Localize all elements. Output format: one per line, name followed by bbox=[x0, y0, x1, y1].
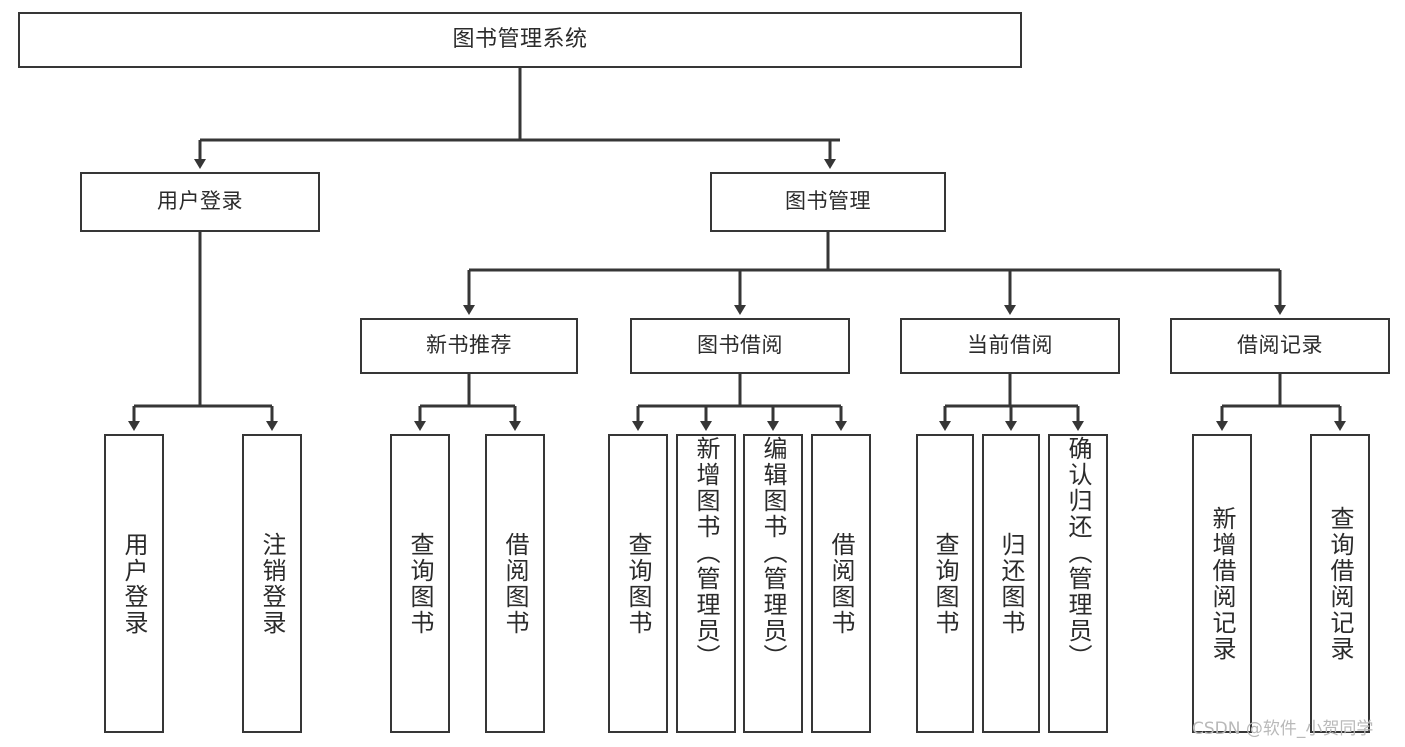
node-root-system[interactable]: 图书管理系统 bbox=[18, 12, 1022, 68]
node-leaf-add-record[interactable]: 新增借阅记录 bbox=[1192, 434, 1252, 733]
node-leaf-user-login[interactable]: 用户登录 bbox=[104, 434, 164, 733]
node-label: 确认归还（管理员） bbox=[1064, 436, 1092, 670]
node-leaf-query-record[interactable]: 查询借阅记录 bbox=[1310, 434, 1370, 733]
node-leaf-borrow-book-1[interactable]: 借阅图书 bbox=[485, 434, 545, 733]
node-leaf-edit-book[interactable]: 编辑图书（管理员） bbox=[743, 434, 803, 733]
node-label: 查询图书 bbox=[624, 531, 652, 636]
node-leaf-query-book-2[interactable]: 查询图书 bbox=[608, 434, 668, 733]
node-leaf-logout[interactable]: 注销登录 bbox=[242, 434, 302, 733]
node-label: 当前借阅 bbox=[967, 333, 1053, 358]
node-label: 借阅图书 bbox=[501, 531, 529, 636]
node-label: 新增图书（管理员） bbox=[692, 436, 720, 670]
node-label: 用户登录 bbox=[157, 189, 243, 214]
watermark-text: CSDN @软件_小贺同学 bbox=[1192, 719, 1374, 739]
node-leaf-borrow-book-2[interactable]: 借阅图书 bbox=[811, 434, 871, 733]
node-label: 查询图书 bbox=[931, 531, 959, 636]
node-label: 借阅记录 bbox=[1237, 333, 1323, 358]
node-book-manage[interactable]: 图书管理 bbox=[710, 172, 946, 232]
node-label: 借阅图书 bbox=[827, 531, 855, 636]
node-label: 新书推荐 bbox=[426, 333, 512, 358]
node-borrow-record[interactable]: 借阅记录 bbox=[1170, 318, 1390, 374]
node-leaf-confirm-return[interactable]: 确认归还（管理员） bbox=[1048, 434, 1108, 733]
node-leaf-add-book[interactable]: 新增图书（管理员） bbox=[676, 434, 736, 733]
node-label: 编辑图书（管理员） bbox=[759, 436, 787, 670]
node-leaf-query-book-1[interactable]: 查询图书 bbox=[390, 434, 450, 733]
node-label: 查询借阅记录 bbox=[1326, 505, 1354, 662]
node-label: 新增借阅记录 bbox=[1208, 505, 1236, 662]
node-label: 用户登录 bbox=[120, 531, 148, 636]
node-label: 注销登录 bbox=[258, 531, 286, 636]
node-new-book-rec[interactable]: 新书推荐 bbox=[360, 318, 578, 374]
node-label: 图书借阅 bbox=[697, 333, 783, 358]
node-label: 归还图书 bbox=[997, 531, 1025, 636]
node-label: 查询图书 bbox=[406, 531, 434, 636]
node-book-borrow[interactable]: 图书借阅 bbox=[630, 318, 850, 374]
node-label: 图书管理 bbox=[785, 189, 871, 214]
node-current-borrow[interactable]: 当前借阅 bbox=[900, 318, 1120, 374]
node-label: 图书管理系统 bbox=[452, 26, 588, 52]
node-leaf-return-book[interactable]: 归还图书 bbox=[982, 434, 1040, 733]
node-leaf-query-book-3[interactable]: 查询图书 bbox=[916, 434, 974, 733]
node-user-login[interactable]: 用户登录 bbox=[80, 172, 320, 232]
